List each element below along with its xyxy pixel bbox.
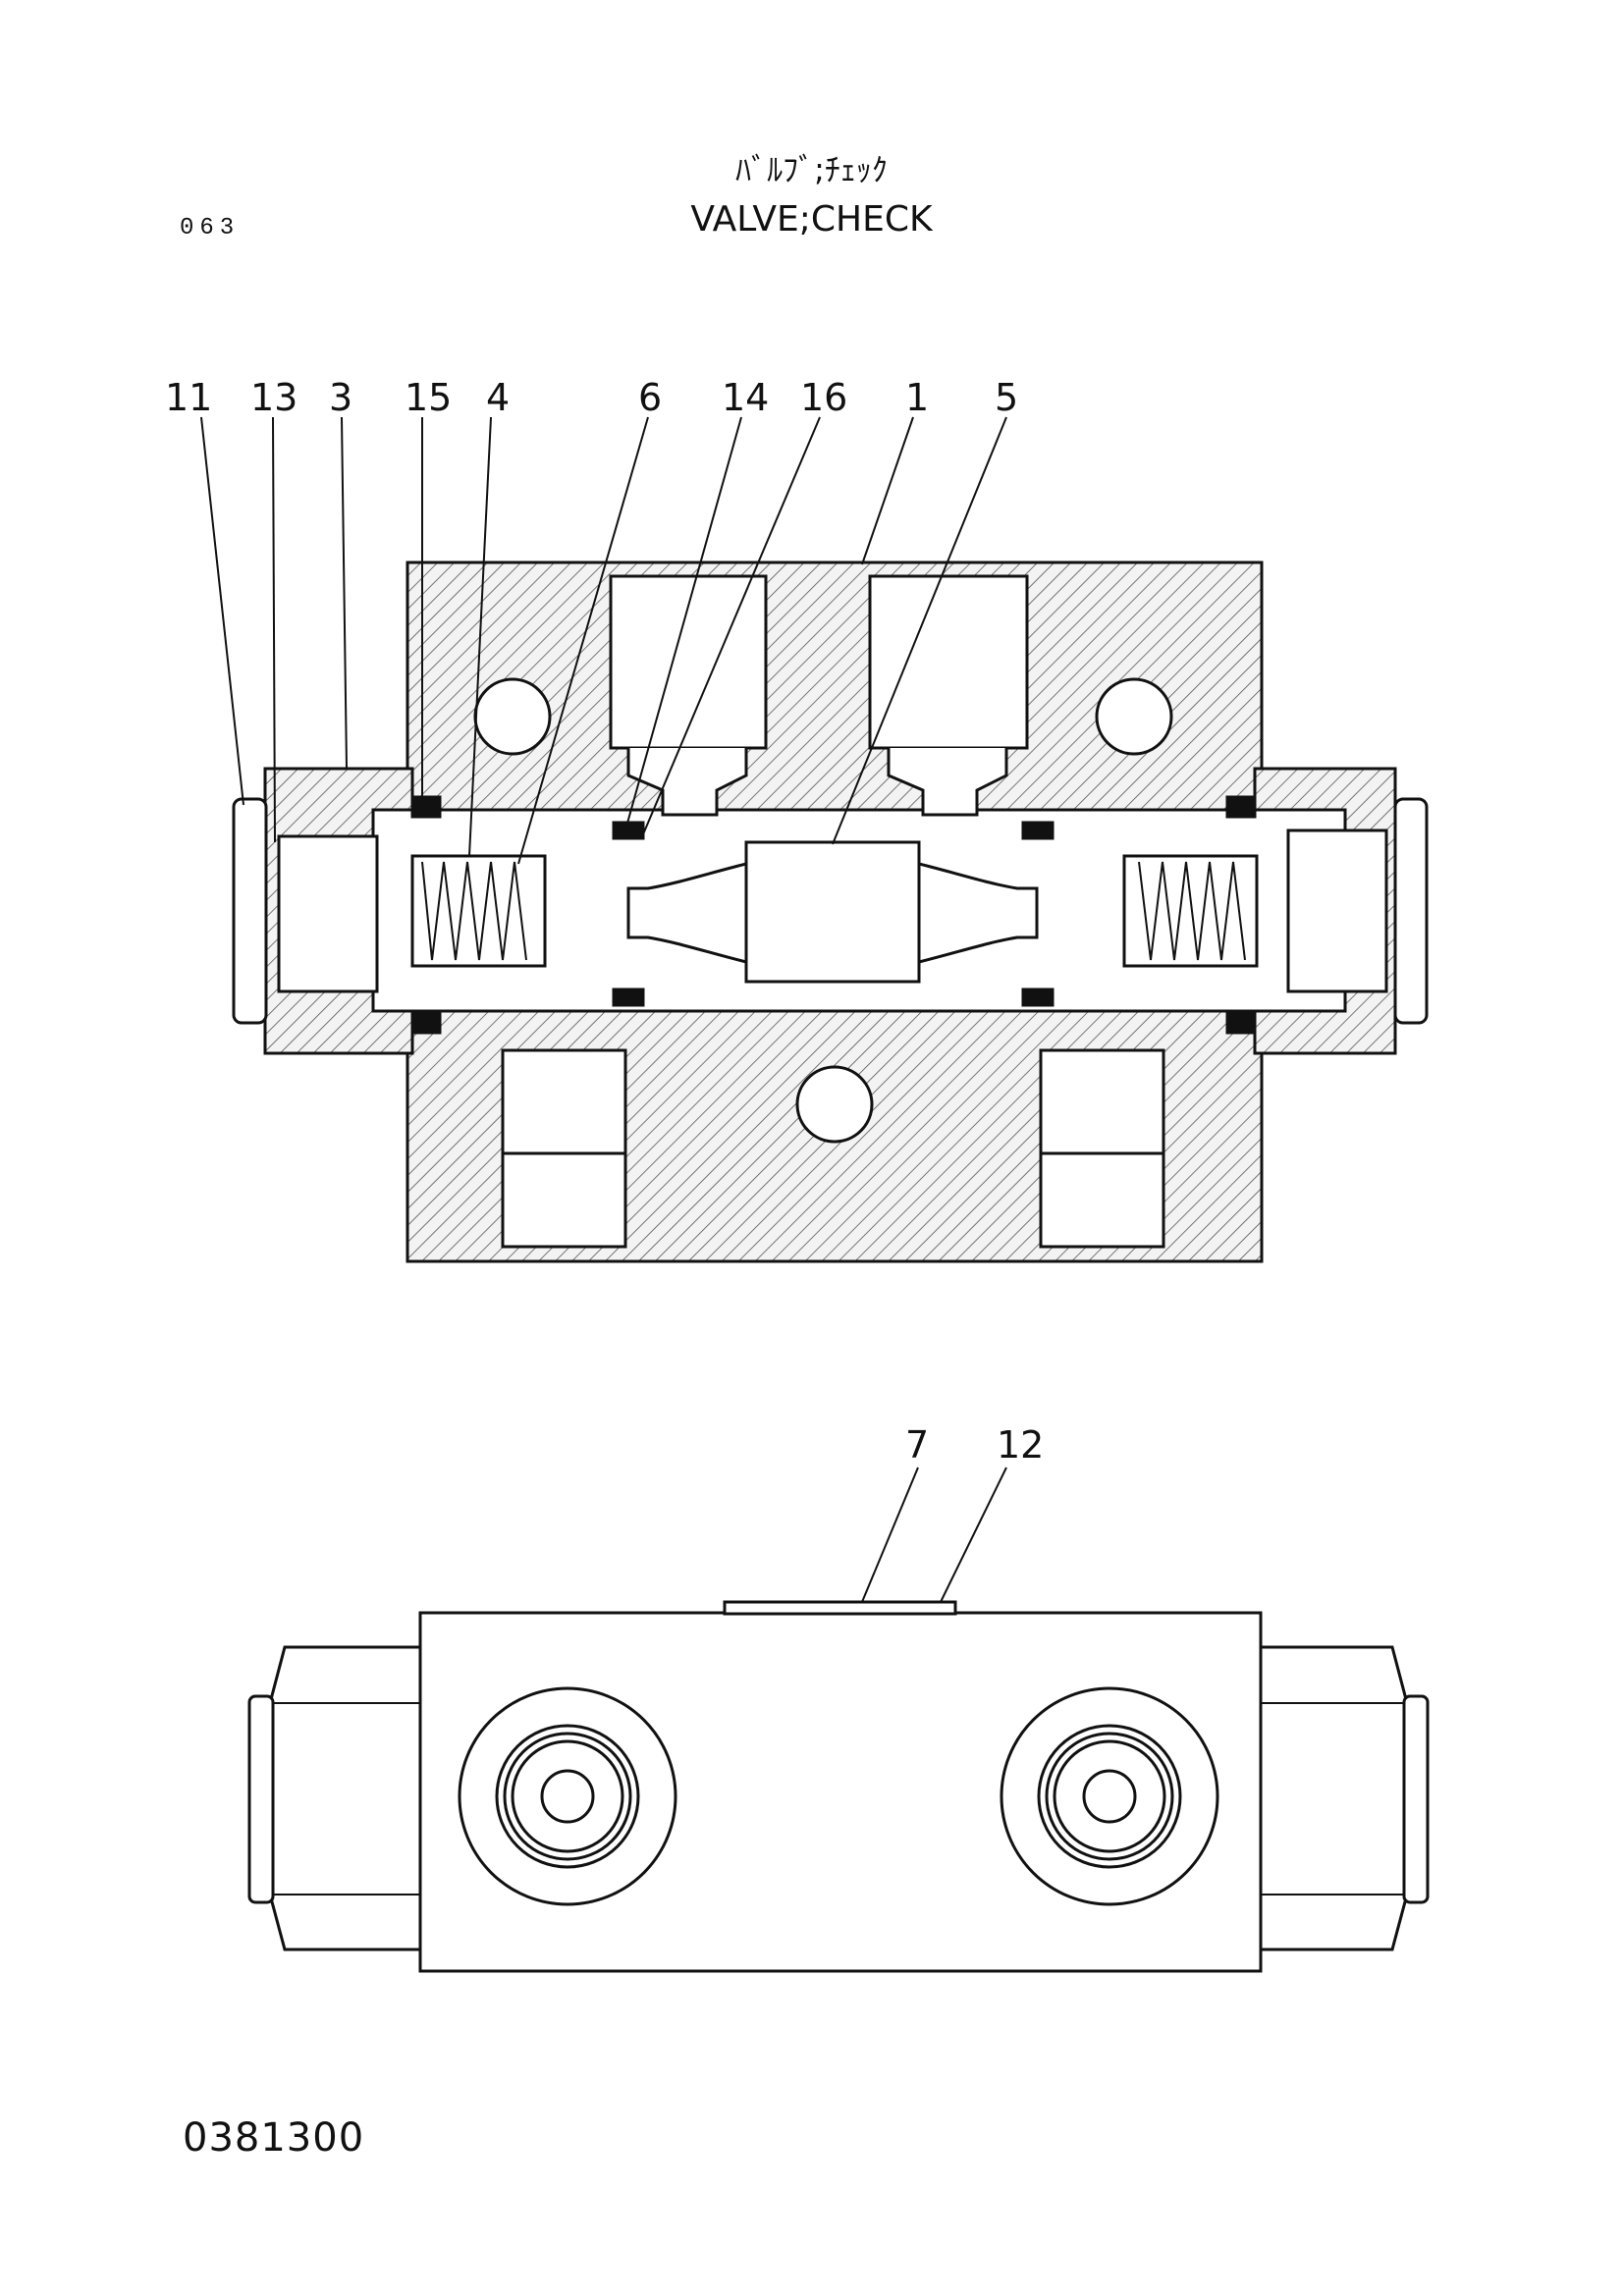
callout-1: 1 <box>905 376 929 419</box>
callout-4: 4 <box>486 376 510 419</box>
drawing-number: 0381300 <box>183 2115 365 2161</box>
seal-lower-right <box>1225 1011 1257 1035</box>
bore-hole-upper-left <box>473 677 552 756</box>
callout-13: 13 <box>250 376 298 419</box>
seal-lower-left <box>410 1011 442 1035</box>
section-view <box>232 561 1429 1263</box>
left-cap <box>232 797 268 1025</box>
title-english: VALVE;CHECK <box>690 199 933 240</box>
nameplate <box>723 1600 957 1616</box>
section-leaders <box>200 416 1007 865</box>
right-spring <box>1138 861 1246 961</box>
left-spring <box>421 861 527 961</box>
left-hex-nut <box>268 1645 422 1951</box>
right-hex-nut <box>1258 1645 1409 1951</box>
bore-hole-upper-right <box>1095 677 1173 756</box>
top-leaders <box>861 1467 1007 1603</box>
callout-5: 5 <box>995 376 1018 419</box>
seal-center-right-bot <box>1021 988 1055 1007</box>
top-view <box>247 1600 1430 1973</box>
right-end-cap <box>1402 1694 1430 1904</box>
bore-hole-lower-center <box>795 1065 874 1144</box>
title-japanese: ﾊﾞﾙﾌﾞ;ﾁｪｯｸ <box>735 151 888 188</box>
seal-upper-left <box>410 795 442 819</box>
seal-center-left-top <box>612 821 645 840</box>
section-callouts: 11 13 3 15 4 6 14 16 1 5 <box>165 376 1018 419</box>
callout-12: 12 <box>997 1423 1044 1467</box>
seal-center-right-top <box>1021 821 1055 840</box>
callout-7: 7 <box>905 1423 929 1467</box>
callout-11: 11 <box>165 376 212 419</box>
center-piston <box>744 840 921 984</box>
left-poppet <box>626 862 748 964</box>
callout-6: 6 <box>638 376 662 419</box>
callout-16: 16 <box>800 376 847 419</box>
page-code: 063 <box>180 215 241 241</box>
right-poppet <box>917 862 1039 964</box>
callout-14: 14 <box>722 376 769 419</box>
upper-port-right <box>868 574 1029 750</box>
right-cap <box>1393 797 1429 1025</box>
seal-center-left-bot <box>612 988 645 1007</box>
top-callouts: 7 12 <box>905 1423 1044 1467</box>
callout-3: 3 <box>329 376 352 419</box>
callout-15: 15 <box>405 376 452 419</box>
left-end-cap <box>247 1694 275 1904</box>
seal-upper-right <box>1225 795 1257 819</box>
